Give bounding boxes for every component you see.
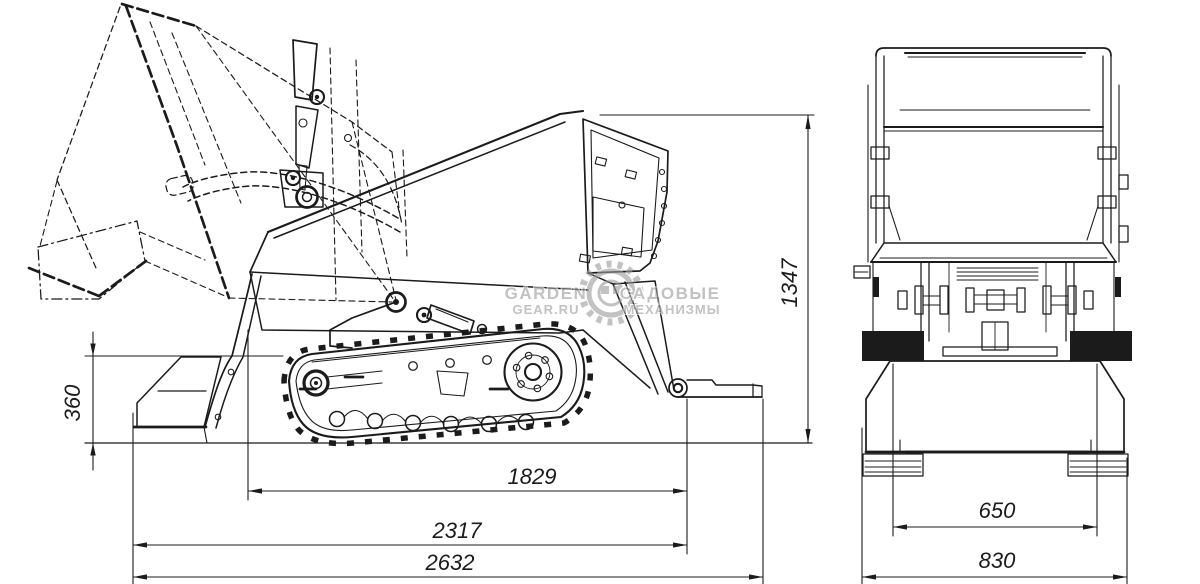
dimension-platform-height: 360 [60, 331, 284, 471]
dimension-inner-width: 650 [892, 363, 1098, 537]
front-idler [302, 369, 330, 397]
front-fender [132, 273, 262, 444]
phantom-handlebar [165, 171, 401, 233]
rear-tracks [862, 331, 1132, 477]
rear-view [853, 47, 1132, 477]
dimension-label-2317: 2317 [432, 518, 483, 543]
dimension-label-650: 650 [979, 498, 1016, 523]
dimension-overall-length: 2632 [132, 398, 764, 584]
watermark-text-sadovye: САДОВЫЕ [620, 284, 721, 303]
dimension-track-length: 1829 [247, 329, 688, 555]
phantom-platform [27, 180, 226, 300]
hinge-lug [1118, 174, 1129, 190]
phantom-tipped-bed [56, 2, 408, 303]
dimension-label-1347: 1347 [777, 258, 802, 308]
gear-logo-icon [578, 260, 644, 326]
dimension-overall-width: 830 [861, 427, 1128, 584]
watermark-text-mehanizmy: МЕХАНИЗМЫ [624, 302, 721, 317]
rear-fork [582, 272, 763, 398]
dimension-label-360: 360 [60, 384, 85, 421]
rear-plate [864, 360, 1126, 454]
rear-frame [872, 261, 1121, 357]
dimensions: 360 1347 1829 2317 2632 650 [60, 114, 1128, 584]
dimension-label-1829: 1829 [508, 464, 557, 489]
handle-grip [165, 174, 194, 196]
rear-bed [853, 47, 1129, 279]
rear-panel [578, 118, 669, 274]
lift-cylinder [279, 39, 326, 209]
watermark: GARDEN GEAR.RU САДОВЫЕ МЕХАНИЗМЫ [503, 260, 721, 326]
hinge-lug [1118, 225, 1129, 243]
track-assembly [281, 321, 594, 447]
dimension-frame-length: 2317 [132, 412, 688, 584]
watermark-text-gearru: GEAR.RU [513, 302, 580, 317]
dimension-label-830: 830 [979, 548, 1016, 573]
watermark-text-garden: GARDEN [505, 284, 588, 303]
side-view [27, 2, 813, 447]
dimension-overall-height: 1347 [599, 114, 815, 444]
drive-sprocket [503, 342, 563, 402]
dump-bed [249, 109, 589, 334]
dimension-label-2632: 2632 [425, 550, 475, 575]
